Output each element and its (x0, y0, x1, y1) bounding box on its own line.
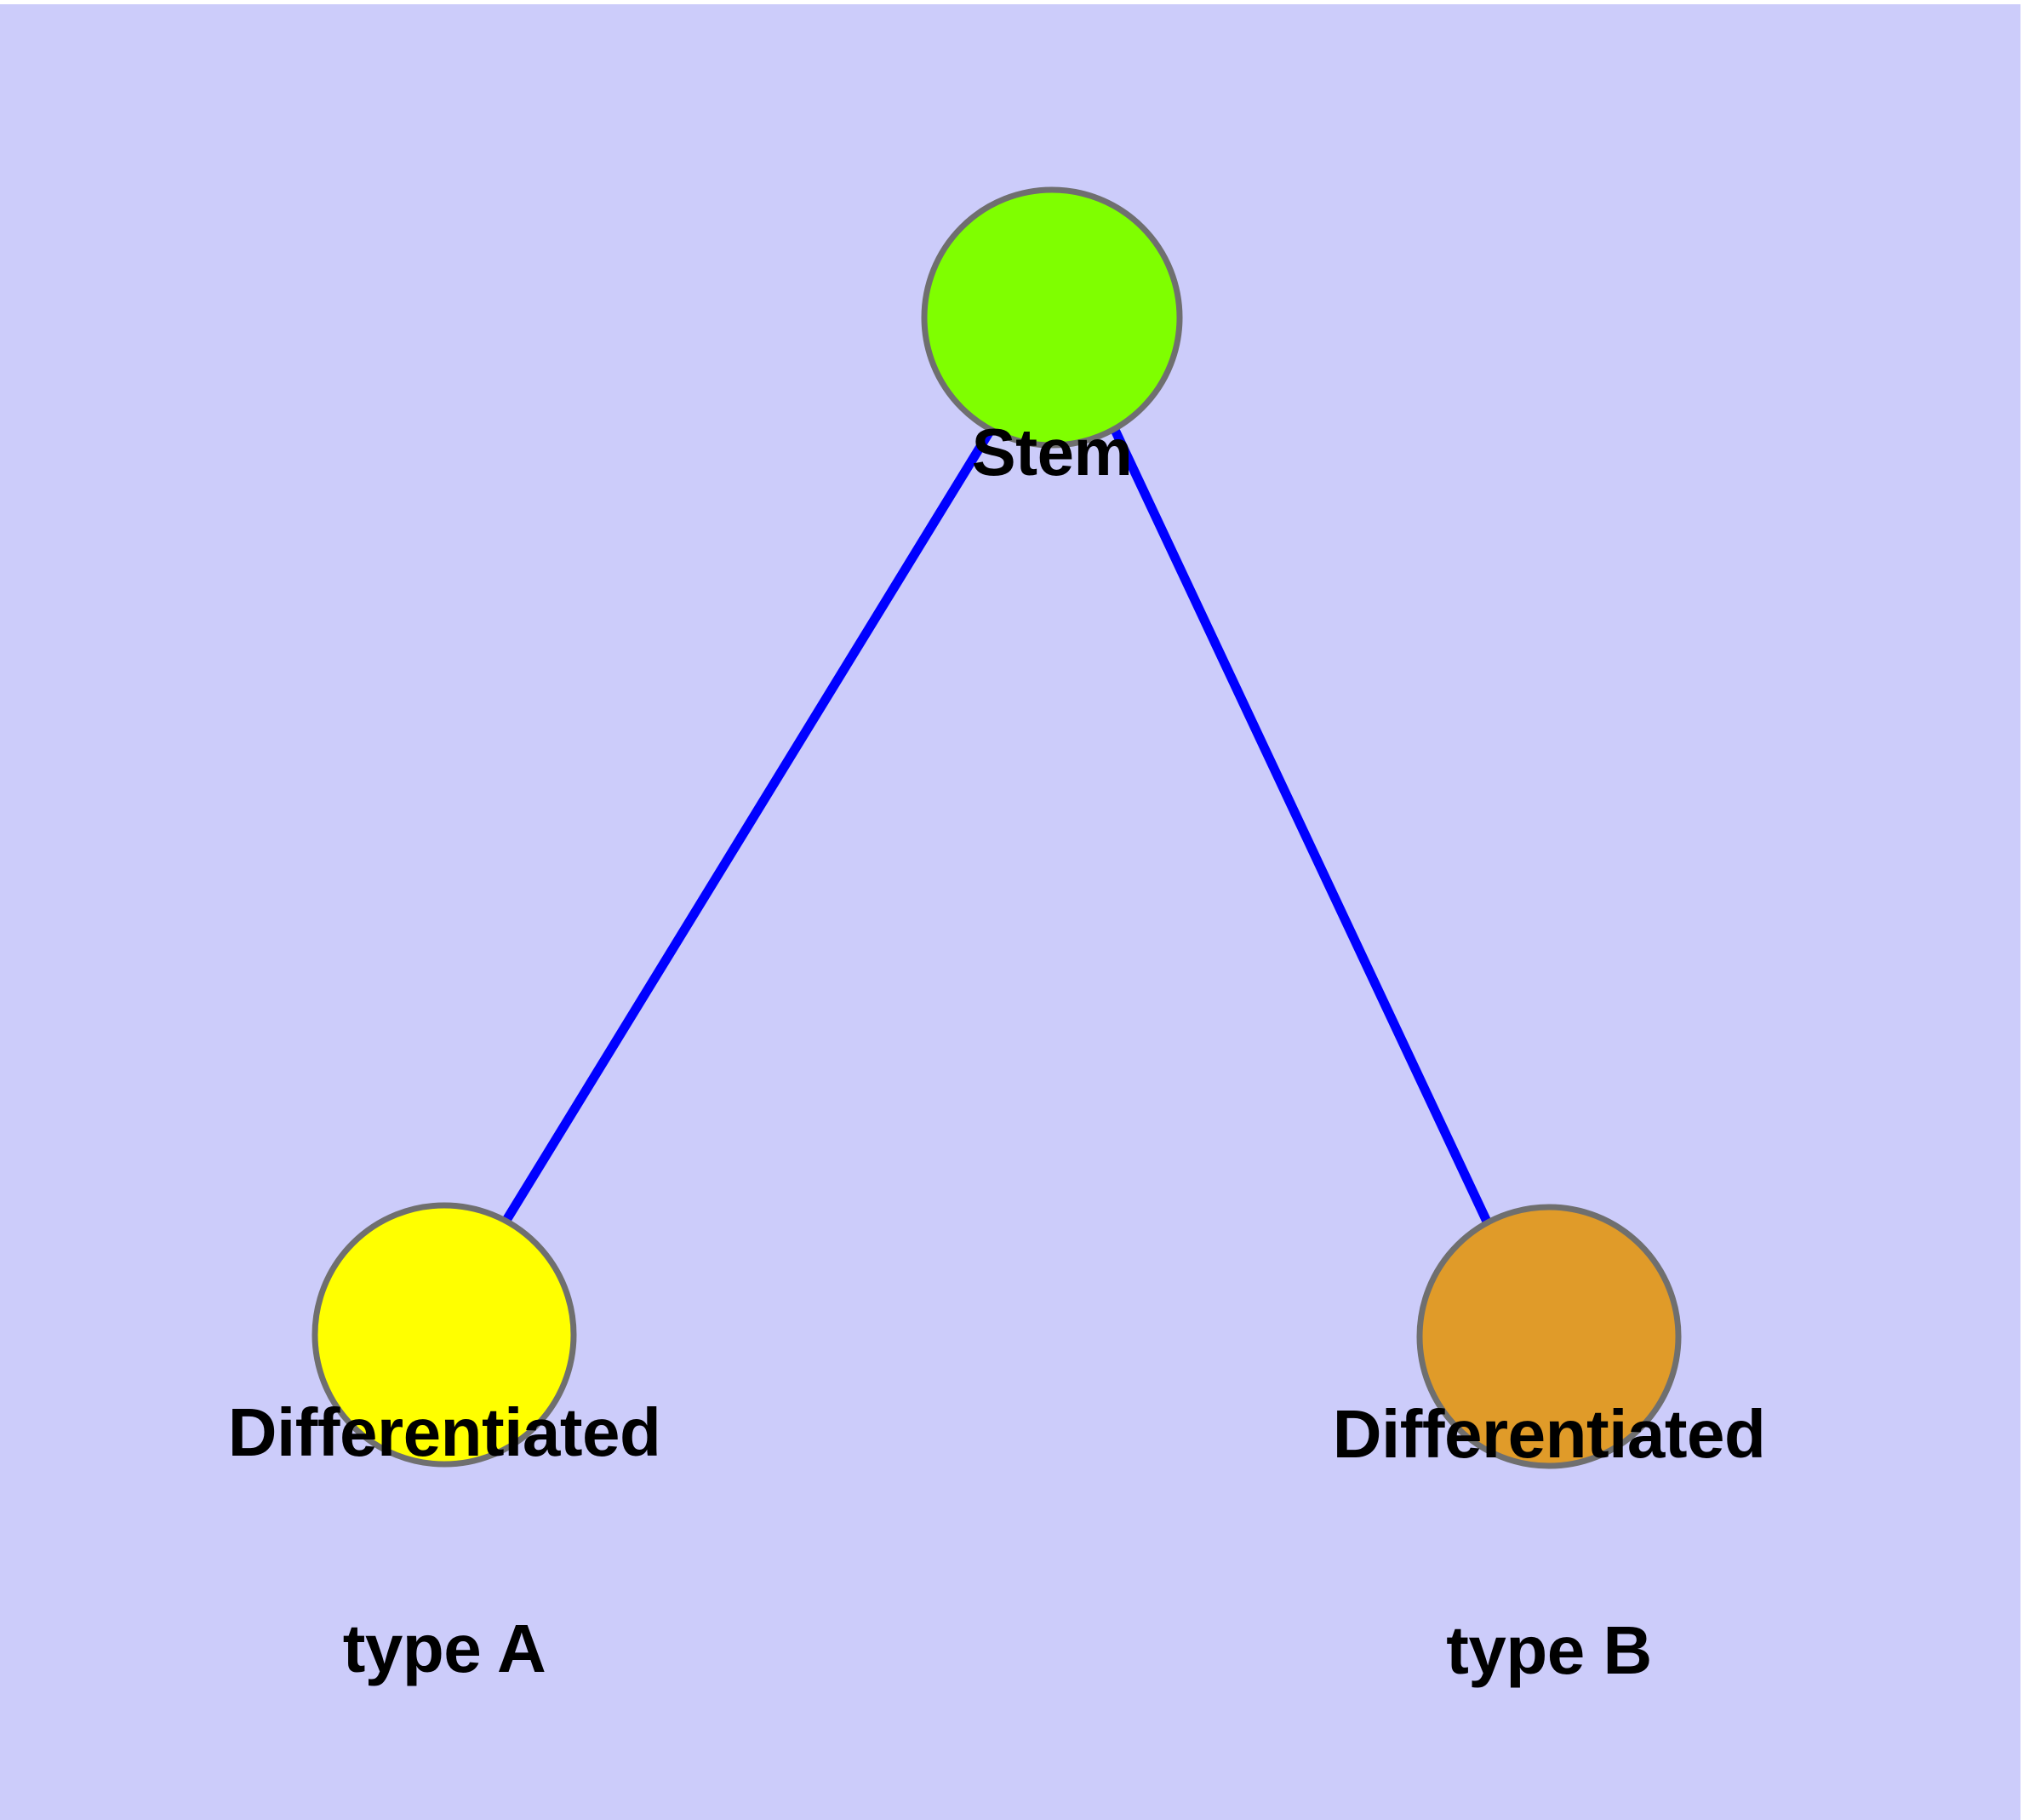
edge-layer (501, 427, 1492, 1226)
node-differentiated-type-b[interactable] (1416, 1204, 1682, 1469)
node-stem[interactable] (921, 186, 1183, 449)
node-differentiated-type-a[interactable] (311, 1202, 577, 1468)
node-layer (311, 186, 1682, 1469)
edge-stem-to-diff-b[interactable] (1111, 427, 1492, 1226)
edge-stem-to-diff-a[interactable] (501, 427, 995, 1224)
